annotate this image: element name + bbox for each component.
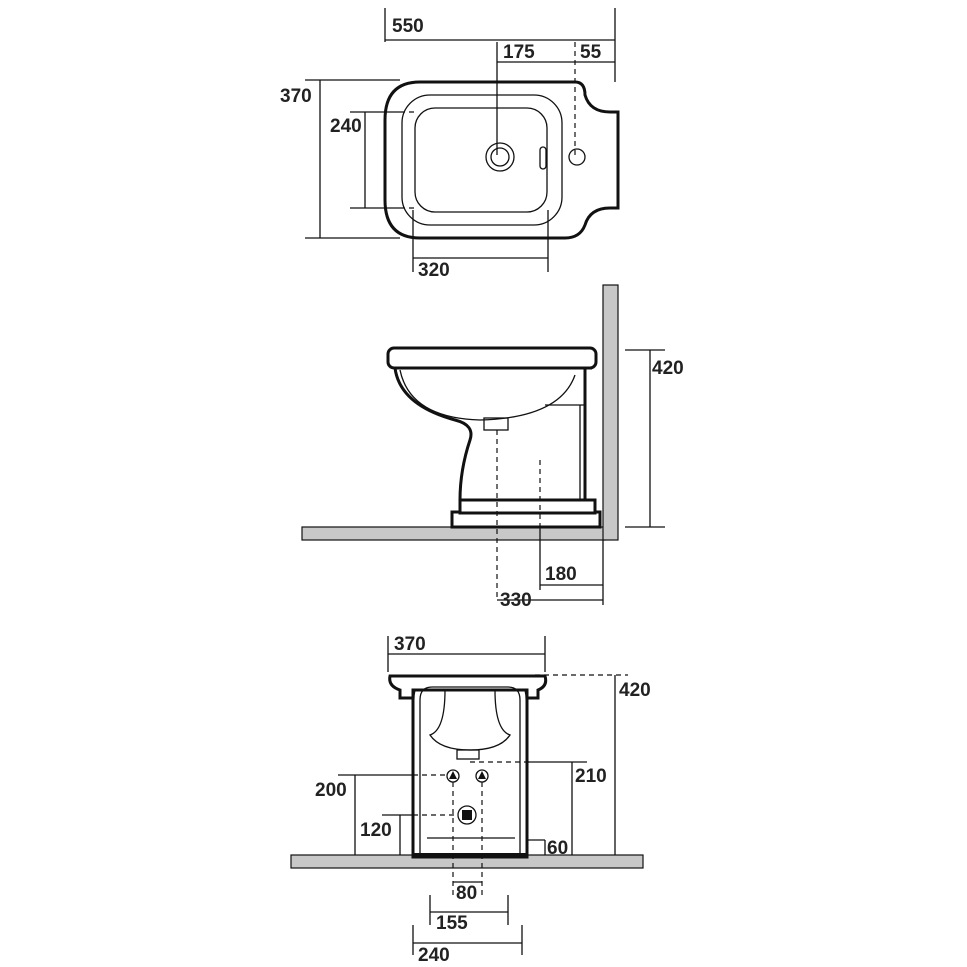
- floor: [301, 526, 606, 541]
- top-view: 550 175 55 370 240 320: [280, 8, 620, 281]
- dim-inlets-80: 80: [456, 883, 477, 904]
- dim-inlet-200: 200: [315, 780, 347, 801]
- dim-height-420: 420: [619, 680, 651, 701]
- dim-overflow-210: 210: [575, 766, 607, 787]
- dim-drain-175: 175: [503, 42, 535, 63]
- dim-width-370: 370: [394, 634, 426, 655]
- tap-hole: [568, 148, 586, 166]
- dim-155: 155: [436, 913, 468, 934]
- dim-tap-55: 55: [580, 42, 602, 63]
- drain-icon: [485, 142, 515, 172]
- dim-base-240: 240: [418, 945, 450, 966]
- overflow-slot: [539, 146, 547, 170]
- dim-waste-120: 120: [360, 820, 392, 841]
- dim-330: 330: [500, 590, 532, 611]
- dim-width-550: 550: [392, 16, 424, 37]
- dim-height-420: 420: [652, 358, 684, 379]
- front-view: 370 420 200 210 120 60 80 155 240: [290, 634, 651, 966]
- dim-180: 180: [545, 564, 577, 585]
- dim-depth-370: 370: [280, 86, 312, 107]
- dim-basin-320: 320: [418, 260, 450, 281]
- wall: [602, 284, 619, 541]
- side-view: 420 180 330: [301, 284, 684, 611]
- dim-base-60: 60: [547, 838, 568, 859]
- dim-basin-240: 240: [330, 116, 362, 137]
- waste-outlet-icon: [457, 805, 477, 825]
